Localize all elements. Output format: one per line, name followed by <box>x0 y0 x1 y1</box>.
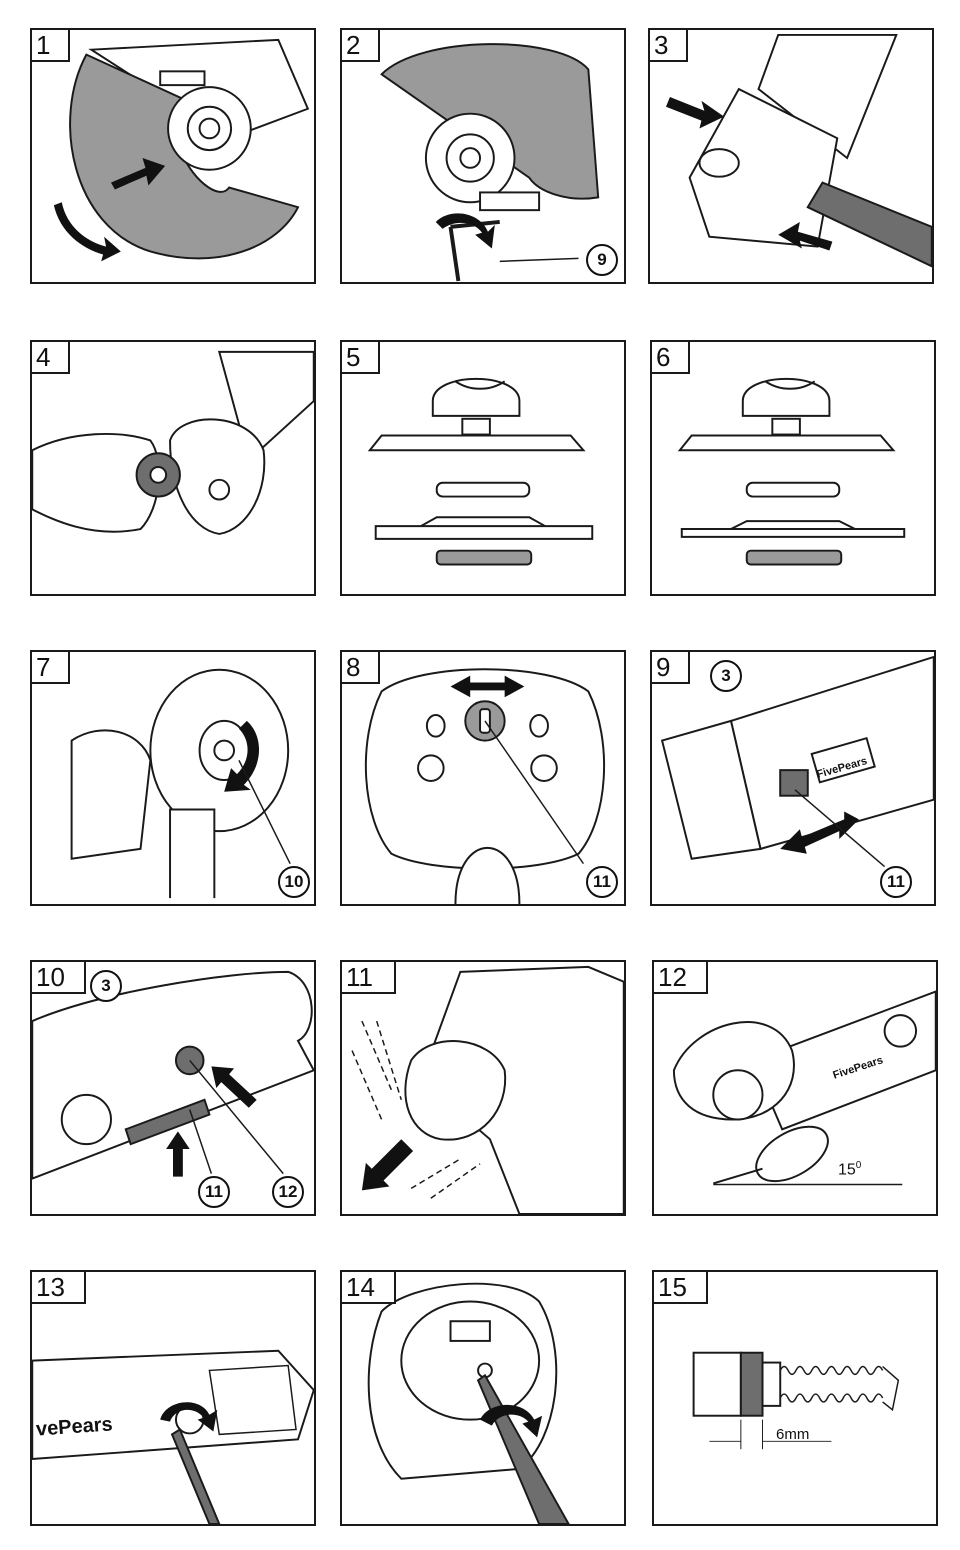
step-number: 9 <box>652 652 690 684</box>
callout-11: 11 <box>880 866 912 898</box>
rotate-arrow-icon <box>224 720 260 792</box>
cutting-operation-illustration <box>351 965 624 1214</box>
lock-on-switch-illustration <box>32 970 314 1180</box>
callout-11: 11 <box>198 1176 230 1208</box>
step-number: 4 <box>32 342 70 374</box>
step-panel-4: 4 <box>30 340 316 596</box>
step-number: 11 <box>342 962 396 994</box>
brush-cover-removal-illustration-a <box>32 1349 314 1524</box>
flange-install-illustration <box>32 350 314 535</box>
step-panel-15: 15 6mm <box>652 1270 938 1526</box>
double-arrow-icon <box>780 811 859 854</box>
step-number: 1 <box>32 30 70 62</box>
brush-cover-removal-illustration-b <box>367 1282 570 1524</box>
callout-9: 9 <box>586 244 618 276</box>
angle-value: 15 <box>838 1161 856 1179</box>
step-number: 3 <box>650 30 688 62</box>
angle-label: 150 <box>838 1160 861 1179</box>
grinding-angle-illustration <box>672 990 936 1186</box>
step-number: 5 <box>342 342 380 374</box>
step-panel-9: 9 3 FivePears 11 <box>650 650 936 906</box>
spindle-lock-illustration <box>70 668 291 899</box>
measure-label: 6mm <box>776 1426 810 1443</box>
step-number: 2 <box>342 30 380 62</box>
step-panel-11: 11 <box>340 960 626 1216</box>
step-panel-14: 14 <box>340 1270 626 1526</box>
arrow-icon <box>361 1139 414 1191</box>
step-number: 7 <box>32 652 70 684</box>
double-arrow-icon <box>450 675 525 698</box>
step-panel-13: 13 vePears <box>30 1270 316 1526</box>
angle-unit: 0 <box>855 1160 862 1171</box>
switch-rear-view-illustration <box>364 668 606 904</box>
step-panel-6: 6 <box>650 340 936 596</box>
arrow-icon <box>110 157 166 190</box>
arrow-icon <box>665 96 725 129</box>
callout-3: 3 <box>90 970 122 1002</box>
step-panel-2: 2 9 <box>340 28 626 284</box>
step-number: 14 <box>342 1272 396 1304</box>
rotate-arrow-icon <box>435 213 495 249</box>
step-panel-1: 1 <box>30 28 316 284</box>
wheel-stack-illustration-a <box>367 378 594 566</box>
step-panel-7: 7 10 <box>30 650 316 906</box>
guard-mounting-illustration <box>53 38 310 262</box>
step-panel-12: 12 FivePears 150 <box>652 960 938 1216</box>
callout-3: 3 <box>710 660 742 692</box>
step-number: 13 <box>32 1272 86 1304</box>
step-number: 10 <box>32 962 86 994</box>
carbon-brush-wear-illustration <box>692 1351 900 1450</box>
rotate-arrow-icon <box>160 1402 218 1432</box>
wheel-stack-illustration-b <box>677 378 906 566</box>
arrow-icon <box>778 221 833 251</box>
rotate-arrow-icon <box>480 1404 543 1438</box>
callout-10: 10 <box>278 866 310 898</box>
step-panel-8: 8 11 <box>340 650 626 906</box>
step-panel-5: 5 <box>340 340 626 596</box>
callout-11: 11 <box>586 866 618 898</box>
step-number: 6 <box>652 342 690 374</box>
step-number: 12 <box>654 962 708 994</box>
step-number: 15 <box>654 1272 708 1304</box>
step-panel-3: 3 <box>648 28 934 284</box>
switch-side-view-illustration <box>660 655 934 868</box>
arrow-icon <box>211 1066 257 1108</box>
step-panel-10: 10 3 11 12 <box>30 960 316 1216</box>
callout-12: 12 <box>272 1176 304 1208</box>
arrow-icon <box>166 1131 190 1177</box>
rotate-arrow-icon <box>53 202 121 262</box>
screwdriver-icon <box>170 1428 221 1524</box>
guard-tightening-illustration <box>380 43 600 282</box>
step-number: 8 <box>342 652 380 684</box>
auxiliary-handle-illustration <box>665 33 932 268</box>
